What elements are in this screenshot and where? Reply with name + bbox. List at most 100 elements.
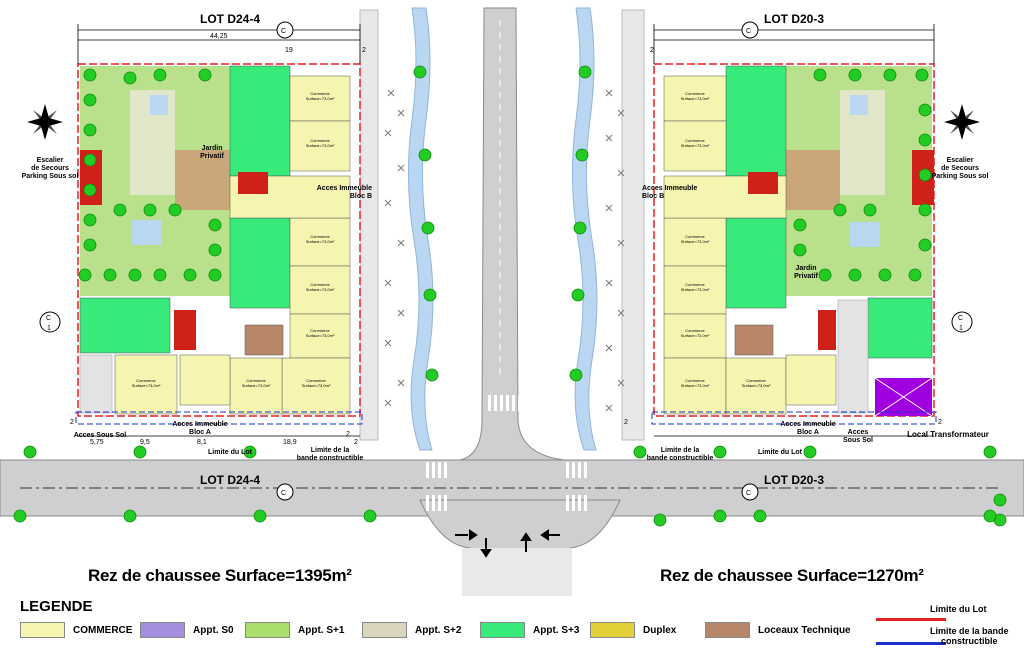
legend-swatch	[705, 622, 750, 638]
tree-icon	[208, 268, 222, 282]
tree-icon	[883, 68, 897, 82]
tree-icon	[653, 513, 667, 527]
tree-icon	[908, 268, 922, 282]
tree-icon	[13, 509, 27, 523]
legend-label: Loceaux Technique	[758, 624, 851, 636]
tree-icon	[133, 445, 147, 459]
legend-item: Appt. S+2	[362, 622, 461, 638]
trees	[13, 65, 1007, 527]
lot-left-commerce-8	[114, 354, 178, 415]
tree-icon	[878, 268, 892, 282]
legend-swatch	[245, 622, 290, 638]
lot-right-appt-s3-b	[725, 217, 787, 309]
tree-icon	[818, 268, 832, 282]
legend-swatch	[480, 622, 525, 638]
title-right: Rez de chaussee Surface=1270m²	[660, 566, 924, 585]
tree-icon	[418, 148, 432, 162]
tree-icon	[848, 268, 862, 282]
lot-left-pool-2	[132, 220, 162, 245]
lot-left-core	[238, 172, 268, 194]
lot-left-commerce-7	[229, 357, 283, 415]
lot-right-commerce-3	[663, 217, 727, 267]
lot-left-entrance	[179, 354, 231, 406]
tree-icon	[198, 68, 212, 82]
legend-item: Duplex	[590, 622, 676, 638]
side-lane-right	[621, 9, 645, 441]
tree-icon	[113, 203, 127, 217]
tree-icon	[793, 218, 807, 232]
lot-right-pool-2	[850, 222, 880, 247]
lot-title-right-top: LOT D20-3	[764, 12, 824, 26]
legend-line-swatch	[876, 618, 946, 621]
section-marker-label: C	[281, 28, 286, 35]
tree-icon	[83, 213, 97, 227]
lot-left-band-limit	[75, 411, 363, 425]
dimension-label: 8,1	[197, 439, 207, 446]
lot-right-commerce-4	[663, 265, 727, 315]
tree-icon	[123, 509, 137, 523]
tree-icon	[918, 103, 932, 117]
legend-label: Appt. S+2	[415, 624, 462, 636]
tree-icon	[713, 509, 727, 523]
legend-line-label: Limite de la bande constructible	[930, 626, 1009, 646]
north-arrow-left-icon	[27, 104, 63, 140]
tree-icon	[753, 509, 767, 523]
lot-left-ramp	[79, 354, 113, 414]
tree-icon	[803, 445, 817, 459]
lot-right-stair-2	[818, 310, 836, 350]
legend-item: Appt. S+1	[245, 622, 344, 638]
legend-label: Appt. S0	[193, 624, 234, 636]
lot-left-appt-s3-c	[79, 297, 171, 354]
section-marker-icon	[951, 311, 973, 333]
tree-icon	[123, 71, 137, 85]
tree-icon	[983, 445, 997, 459]
tree-icon	[83, 238, 97, 252]
tree-icon	[413, 65, 427, 79]
lot-right-deck	[785, 150, 840, 210]
dimension-lines	[20, 24, 1000, 489]
legend-swatch	[20, 622, 65, 638]
lot-right-pool	[850, 95, 868, 115]
lot-left-commerce-6	[281, 357, 351, 415]
tree-icon	[253, 509, 267, 523]
title-left: Rez de chaussee Surface=1395m²	[88, 566, 352, 585]
lot-right-appt-s3-a	[725, 65, 787, 177]
lot-left-deck	[175, 150, 230, 210]
lot-left-technique	[244, 324, 284, 356]
central-road	[459, 7, 566, 461]
tree-icon	[83, 183, 97, 197]
section-markers	[39, 21, 973, 501]
lot-right-entrance	[785, 354, 837, 406]
tree-icon	[713, 445, 727, 459]
section-marker-label: C	[746, 490, 751, 497]
dimension-label: 44,25	[210, 33, 228, 40]
lot-left-appt-s3-a	[229, 65, 291, 177]
tree-icon	[573, 221, 587, 235]
tree-icon	[421, 221, 435, 235]
legend-swatch	[140, 622, 185, 638]
lot-left-commerce-2	[289, 120, 351, 172]
site-plan-drawing: LOT D24-4 LOT D20-3 LOT D24-4 LOT D20-3 …	[0, 7, 1024, 597]
tree-icon	[993, 493, 1007, 507]
legend-label: Appt. S+3	[533, 624, 580, 636]
legend-item: Appt. S+3	[480, 622, 579, 638]
lot-left-stair-2	[174, 310, 196, 350]
dimension-label: 2	[624, 419, 628, 426]
section-marker-label: C	[746, 28, 751, 35]
section-marker-label: 1	[47, 325, 51, 332]
tree-icon	[78, 268, 92, 282]
